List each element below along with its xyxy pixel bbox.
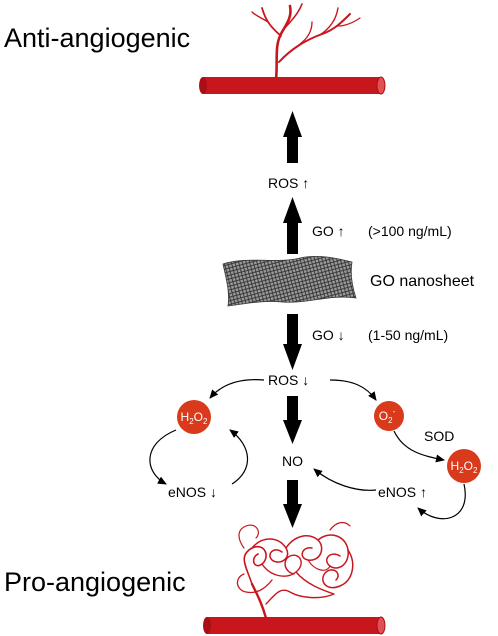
arrow-down-to-pro <box>283 480 302 528</box>
arrow-o2-to-h2o2 <box>393 430 445 463</box>
svg-text:H2O2: H2O2 <box>451 459 478 475</box>
h2o2-molecule-left: H2O2 <box>177 400 211 434</box>
high-dose-label: (>100 ng/mL) <box>368 223 452 239</box>
go-nanosheet-label: GO nanosheet <box>370 273 475 290</box>
dense-branching-vessel <box>236 521 354 620</box>
no-label: NO <box>282 453 303 469</box>
arrow-enos-to-no <box>313 468 377 491</box>
anti-angiogenic-label: Anti-angiogenic <box>4 23 190 53</box>
arrow-ros-to-o2 <box>329 379 377 401</box>
arrow-down-to-no <box>283 396 302 444</box>
svg-text:O2-: O2- <box>379 407 396 425</box>
arrow-ros-to-h2o2 <box>209 379 265 399</box>
low-dose-label: (1-50 ng/mL) <box>368 327 448 343</box>
arrow-down-go-low <box>283 314 302 370</box>
arrow-h2o2-to-enos-up <box>417 483 466 520</box>
blood-vessel-top <box>199 76 386 95</box>
enos-up-label: eNOS ↑ <box>378 484 427 500</box>
ros-up-label: ROS ↑ <box>268 175 309 191</box>
arrow-up-go-high <box>283 197 302 254</box>
go-nanosheet-image <box>222 255 357 307</box>
arrow-h2o2-to-enos <box>149 429 177 485</box>
arrow-enos-to-h2o2 <box>229 429 249 485</box>
arrow-up-to-anti <box>283 111 302 163</box>
sparse-branching-vessel <box>251 3 361 82</box>
pro-angiogenic-label: Pro-angiogenic <box>4 567 186 597</box>
superoxide-molecule: O2- <box>374 401 404 431</box>
sod-label: SOD <box>424 428 454 444</box>
go-up-label: GO ↑ <box>312 223 345 239</box>
go-down-label: GO ↓ <box>312 327 345 343</box>
ros-down-label: ROS ↓ <box>268 372 309 388</box>
blood-vessel-bottom <box>203 616 386 635</box>
enos-down-label: eNOS ↓ <box>168 484 217 500</box>
h2o2-molecule-right: H2O2 <box>447 449 481 483</box>
svg-text:H2O2: H2O2 <box>181 410 208 426</box>
